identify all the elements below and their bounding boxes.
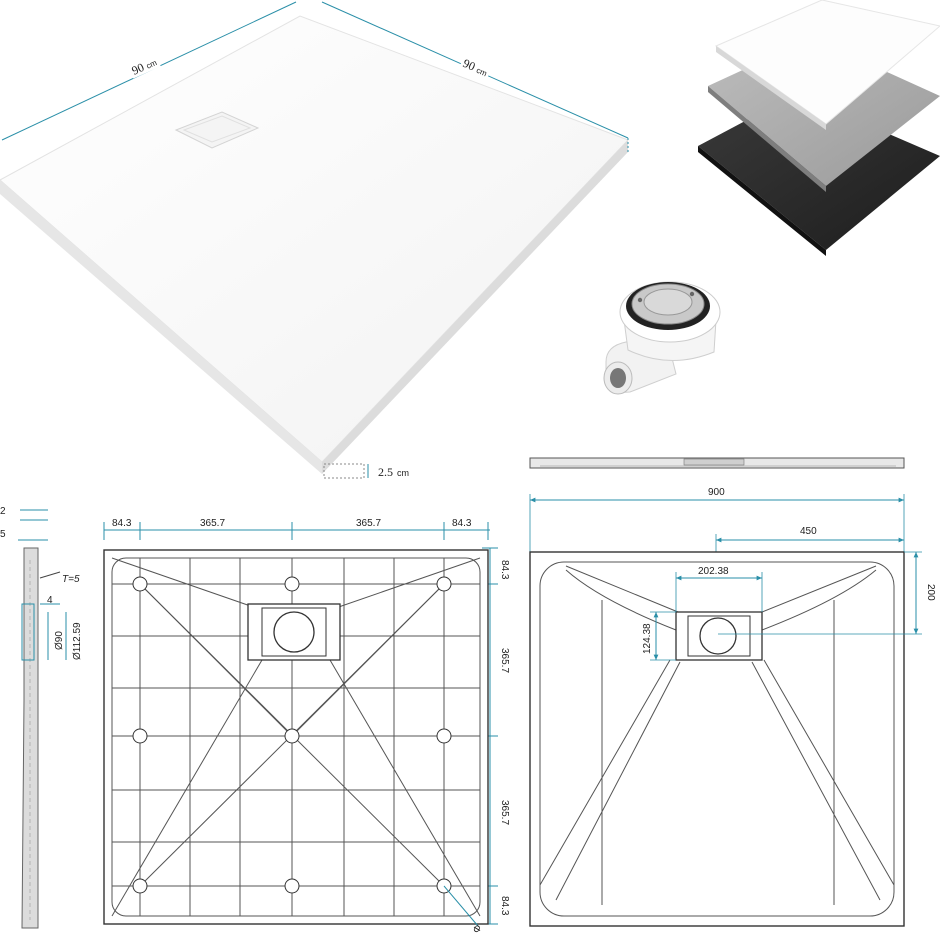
under-top-dim-4: 84.3 [452,518,472,529]
support-foot [132,728,148,744]
tray-front-edge [0,180,322,474]
tray-right-edge [322,140,628,474]
top-plan-overall-width: 900 [708,487,725,498]
section-label-4: 4 [47,595,53,606]
under-right-dim-2: 365.7 [499,648,510,673]
drain-cover [174,111,260,149]
width-unit: cm [145,58,159,71]
section-label-t5: T=5 [62,574,80,585]
thickness-label: 2.5 [378,465,393,479]
under-right-dim-1: 84.3 [499,560,510,580]
under-top-dim-3: 365.7 [356,518,381,529]
support-foot [132,576,148,592]
section-label-dia90: Ø90 [54,631,65,650]
under-bottom-symbol: Φ [471,923,485,935]
support-foot [436,576,452,592]
drain-trap-icon [603,281,721,395]
top-plan: 900 450 202.38 124.38 [529,457,936,927]
support-foot [132,878,148,894]
under-right-dim-3: 365.7 [499,800,510,825]
support-foot [284,728,300,744]
section-label-dia112: Ø112.59 [72,622,83,660]
width-label: 90 [130,60,147,78]
top-plan-drain-offset: 200 [925,584,936,601]
side-section-view: 2 5 T=5 4 Ø112.59 Ø90 [0,506,83,929]
tray-top-surface [0,15,629,463]
under-right-dim-4: 84.3 [499,896,510,916]
thickness-unit: cm [397,468,409,478]
under-top-dim-1: 84.3 [112,518,132,529]
section-label-5: 5 [0,529,6,540]
support-foot [284,576,300,592]
section-label-2: 2 [0,506,6,517]
tray-product-view: 90 cm 90 cm 2.5 cm [0,1,629,479]
top-plan-center-offset: 450 [800,526,817,537]
top-plan-drain-height: 124.38 [642,623,653,654]
under-top-dim-2: 365.7 [200,518,225,529]
color-variants [698,0,940,256]
top-plan-drain-width: 202.38 [698,566,729,577]
support-foot [284,878,300,894]
depth-label: 90 [461,56,478,74]
top-plan-outer-frame [529,551,905,927]
underside-plan: 84.3 365.7 365.7 84.3 84.3 365.7 365.7 8… [103,518,510,936]
depth-unit: cm [475,66,489,79]
thickness-callout-box [323,463,365,479]
support-foot [436,728,452,744]
